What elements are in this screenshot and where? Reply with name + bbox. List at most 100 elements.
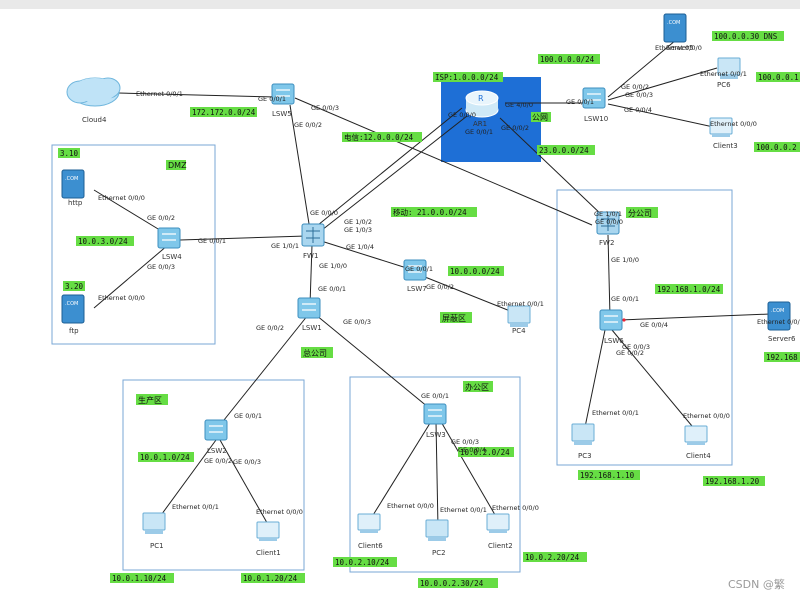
device-label-http: http xyxy=(68,199,83,207)
svg-text:R: R xyxy=(478,94,484,103)
device-label-client1: Client1 xyxy=(256,549,281,557)
client-icon[interactable] xyxy=(709,117,733,137)
port-label: Ethernet 0/0/1 xyxy=(700,70,747,78)
device-label-lsw4: LSW4 xyxy=(162,253,182,261)
port-label: GE 0/0/0 xyxy=(595,218,623,226)
label-ip-10-1-20: 10.0.1.20/24 xyxy=(243,574,298,583)
zone-production xyxy=(122,379,305,571)
port-label: GE 0/0/3 xyxy=(147,263,175,271)
switch-icon[interactable] xyxy=(599,309,623,331)
port-label: Ethernet 0/0/1 xyxy=(136,90,183,98)
port-label: GE 0/0/3 xyxy=(622,343,650,351)
label-net-172: 172.172.0.0/24 xyxy=(192,108,256,117)
zone-branch xyxy=(556,189,733,466)
cloud-icon[interactable] xyxy=(66,77,121,107)
label-dns: 100.0.0.30 DNS xyxy=(714,32,778,41)
port-label: Ethernet 0/0/0 xyxy=(98,194,145,202)
pc-icon[interactable] xyxy=(425,519,449,541)
router-icon[interactable]: R xyxy=(465,90,499,118)
pc-icon[interactable] xyxy=(142,512,166,534)
switch-icon[interactable] xyxy=(403,259,427,281)
device-label-lsw5: LSW5 xyxy=(272,110,292,118)
label-net-100: 100.0.0.0/24 xyxy=(540,55,595,64)
label-telecom: 电信:12.0.0.0/24 xyxy=(344,132,414,142)
device-label-lsw1: LSW1 xyxy=(302,324,322,332)
label-net-23: 23.0.0.0/24 xyxy=(539,146,589,155)
port-label: Ethernet 0/0/0 xyxy=(387,502,434,510)
client-icon[interactable] xyxy=(486,513,510,533)
port-label: Ethernet 0/0/0 xyxy=(492,504,539,512)
device-label-lsw10: LSW10 xyxy=(584,115,608,123)
label-isp: ISP:1.0.0.0/24 xyxy=(435,73,499,82)
switch-icon[interactable] xyxy=(271,83,295,105)
device-label-fw2: FW2 xyxy=(599,239,614,247)
port-label: Ethernet 0/0/0 xyxy=(757,318,800,326)
port-label: GE 1/0/0 xyxy=(319,262,347,270)
port-label: GE 1/0/0 xyxy=(611,256,639,264)
firewall-icon[interactable] xyxy=(596,211,620,235)
zone-titles: DMZ 生产区 办公区 分公司 总公司 屏蔽区 公网 xyxy=(136,112,658,405)
pc-icon[interactable] xyxy=(507,305,531,327)
firewall-icon[interactable] xyxy=(301,223,325,247)
port-label: GE 0/0/1 xyxy=(258,95,286,103)
label-ip-100-2: 100.0.0.2 xyxy=(756,143,797,152)
svg-text:.COM: .COM xyxy=(65,301,78,307)
label-mobile: 移动: 21.0.0.0/24 xyxy=(393,207,467,217)
server-icon[interactable]: .COM xyxy=(767,301,791,331)
ip-labels: 100.0.0.0/24 100.0.0.30 DNS 100.0.0.1 10… xyxy=(58,31,800,588)
port-labels: Ethernet 0/0/1 GE 0/0/1 GE 0/0/3 GE 0/0/… xyxy=(98,44,800,516)
port-label: GE 0/0/2 xyxy=(256,324,284,332)
device-label-client6: Client6 xyxy=(358,542,383,550)
port-label: GE 1/0/4 xyxy=(346,243,374,251)
server-icon[interactable]: .COM xyxy=(663,13,687,43)
port-label: Ethernet 0/0/1 xyxy=(440,506,487,514)
port-label: GE 0/0/0 xyxy=(310,209,338,217)
switch-icon[interactable] xyxy=(582,87,606,109)
label-net-10-0: 10.0.0.0/24 xyxy=(450,267,500,276)
port-label: GE 0/0/3 xyxy=(233,458,261,466)
svg-text:.COM: .COM xyxy=(771,308,784,314)
pc-icon[interactable] xyxy=(571,423,595,445)
port-label: GE 0/0/0 xyxy=(448,111,476,119)
device-label-pc6: PC6 xyxy=(717,81,731,89)
device-label-lsw2: LSW2 xyxy=(207,447,227,455)
port-label: GE 1/0/2 xyxy=(344,218,372,226)
label-dmz-320: 3.20 xyxy=(65,282,84,291)
device-label-ftp: ftp xyxy=(69,327,79,335)
device-label-pc1: PC1 xyxy=(150,542,164,550)
watermark: CSDN @繁 xyxy=(728,577,785,591)
server-icon[interactable]: .COM xyxy=(61,169,85,199)
port-label: GE 0/0/1 xyxy=(318,285,346,293)
label-net-10-1: 10.0.1.0/24 xyxy=(140,453,190,462)
port-label: GE 0/0/2 xyxy=(426,283,454,291)
client-icon[interactable] xyxy=(357,513,381,533)
device-label-pc3: PC3 xyxy=(578,452,592,460)
client-icon[interactable] xyxy=(256,521,280,541)
port-label: GE 0/0/1 xyxy=(405,265,433,273)
device-label-ar1: AR1 xyxy=(473,120,487,128)
port-label: Ethernet 0/0/1 xyxy=(172,503,219,511)
device-label-client2: Client2 xyxy=(488,542,513,550)
switch-icon[interactable] xyxy=(157,227,181,249)
label-ip-10-2-20: 10.0.2.20/24 xyxy=(525,553,580,562)
port-label: Ethernet 0/0/1 xyxy=(497,300,544,308)
zone-title-branch: 分公司 xyxy=(628,209,652,218)
port-label: GE 1/0/3 xyxy=(344,226,372,234)
server-icon[interactable]: .COM xyxy=(61,294,85,324)
port-label: GE 0/0/3 xyxy=(625,91,653,99)
port-label: GE 1/0/1 xyxy=(271,242,299,250)
switch-icon[interactable] xyxy=(423,403,447,425)
client-icon[interactable] xyxy=(684,425,708,445)
zone-office xyxy=(349,376,521,573)
port-label: GE 4/0/0 xyxy=(505,101,533,109)
port-label: GE 0/0/3 xyxy=(343,318,371,326)
label-net-10-3: 10.0.3.0/24 xyxy=(78,237,128,246)
device-label-client4: Client4 xyxy=(686,452,711,460)
switch-icon[interactable] xyxy=(297,297,321,319)
device-label-server6: Server6 xyxy=(768,335,796,343)
pc-icon[interactable] xyxy=(717,57,741,79)
port-label: GE 0/0/1 xyxy=(465,128,493,136)
label-ip-192-right: 192.168 xyxy=(766,353,798,362)
switch-icon[interactable] xyxy=(204,419,228,441)
port-label: Ethernet 0/0/0 xyxy=(655,44,702,52)
